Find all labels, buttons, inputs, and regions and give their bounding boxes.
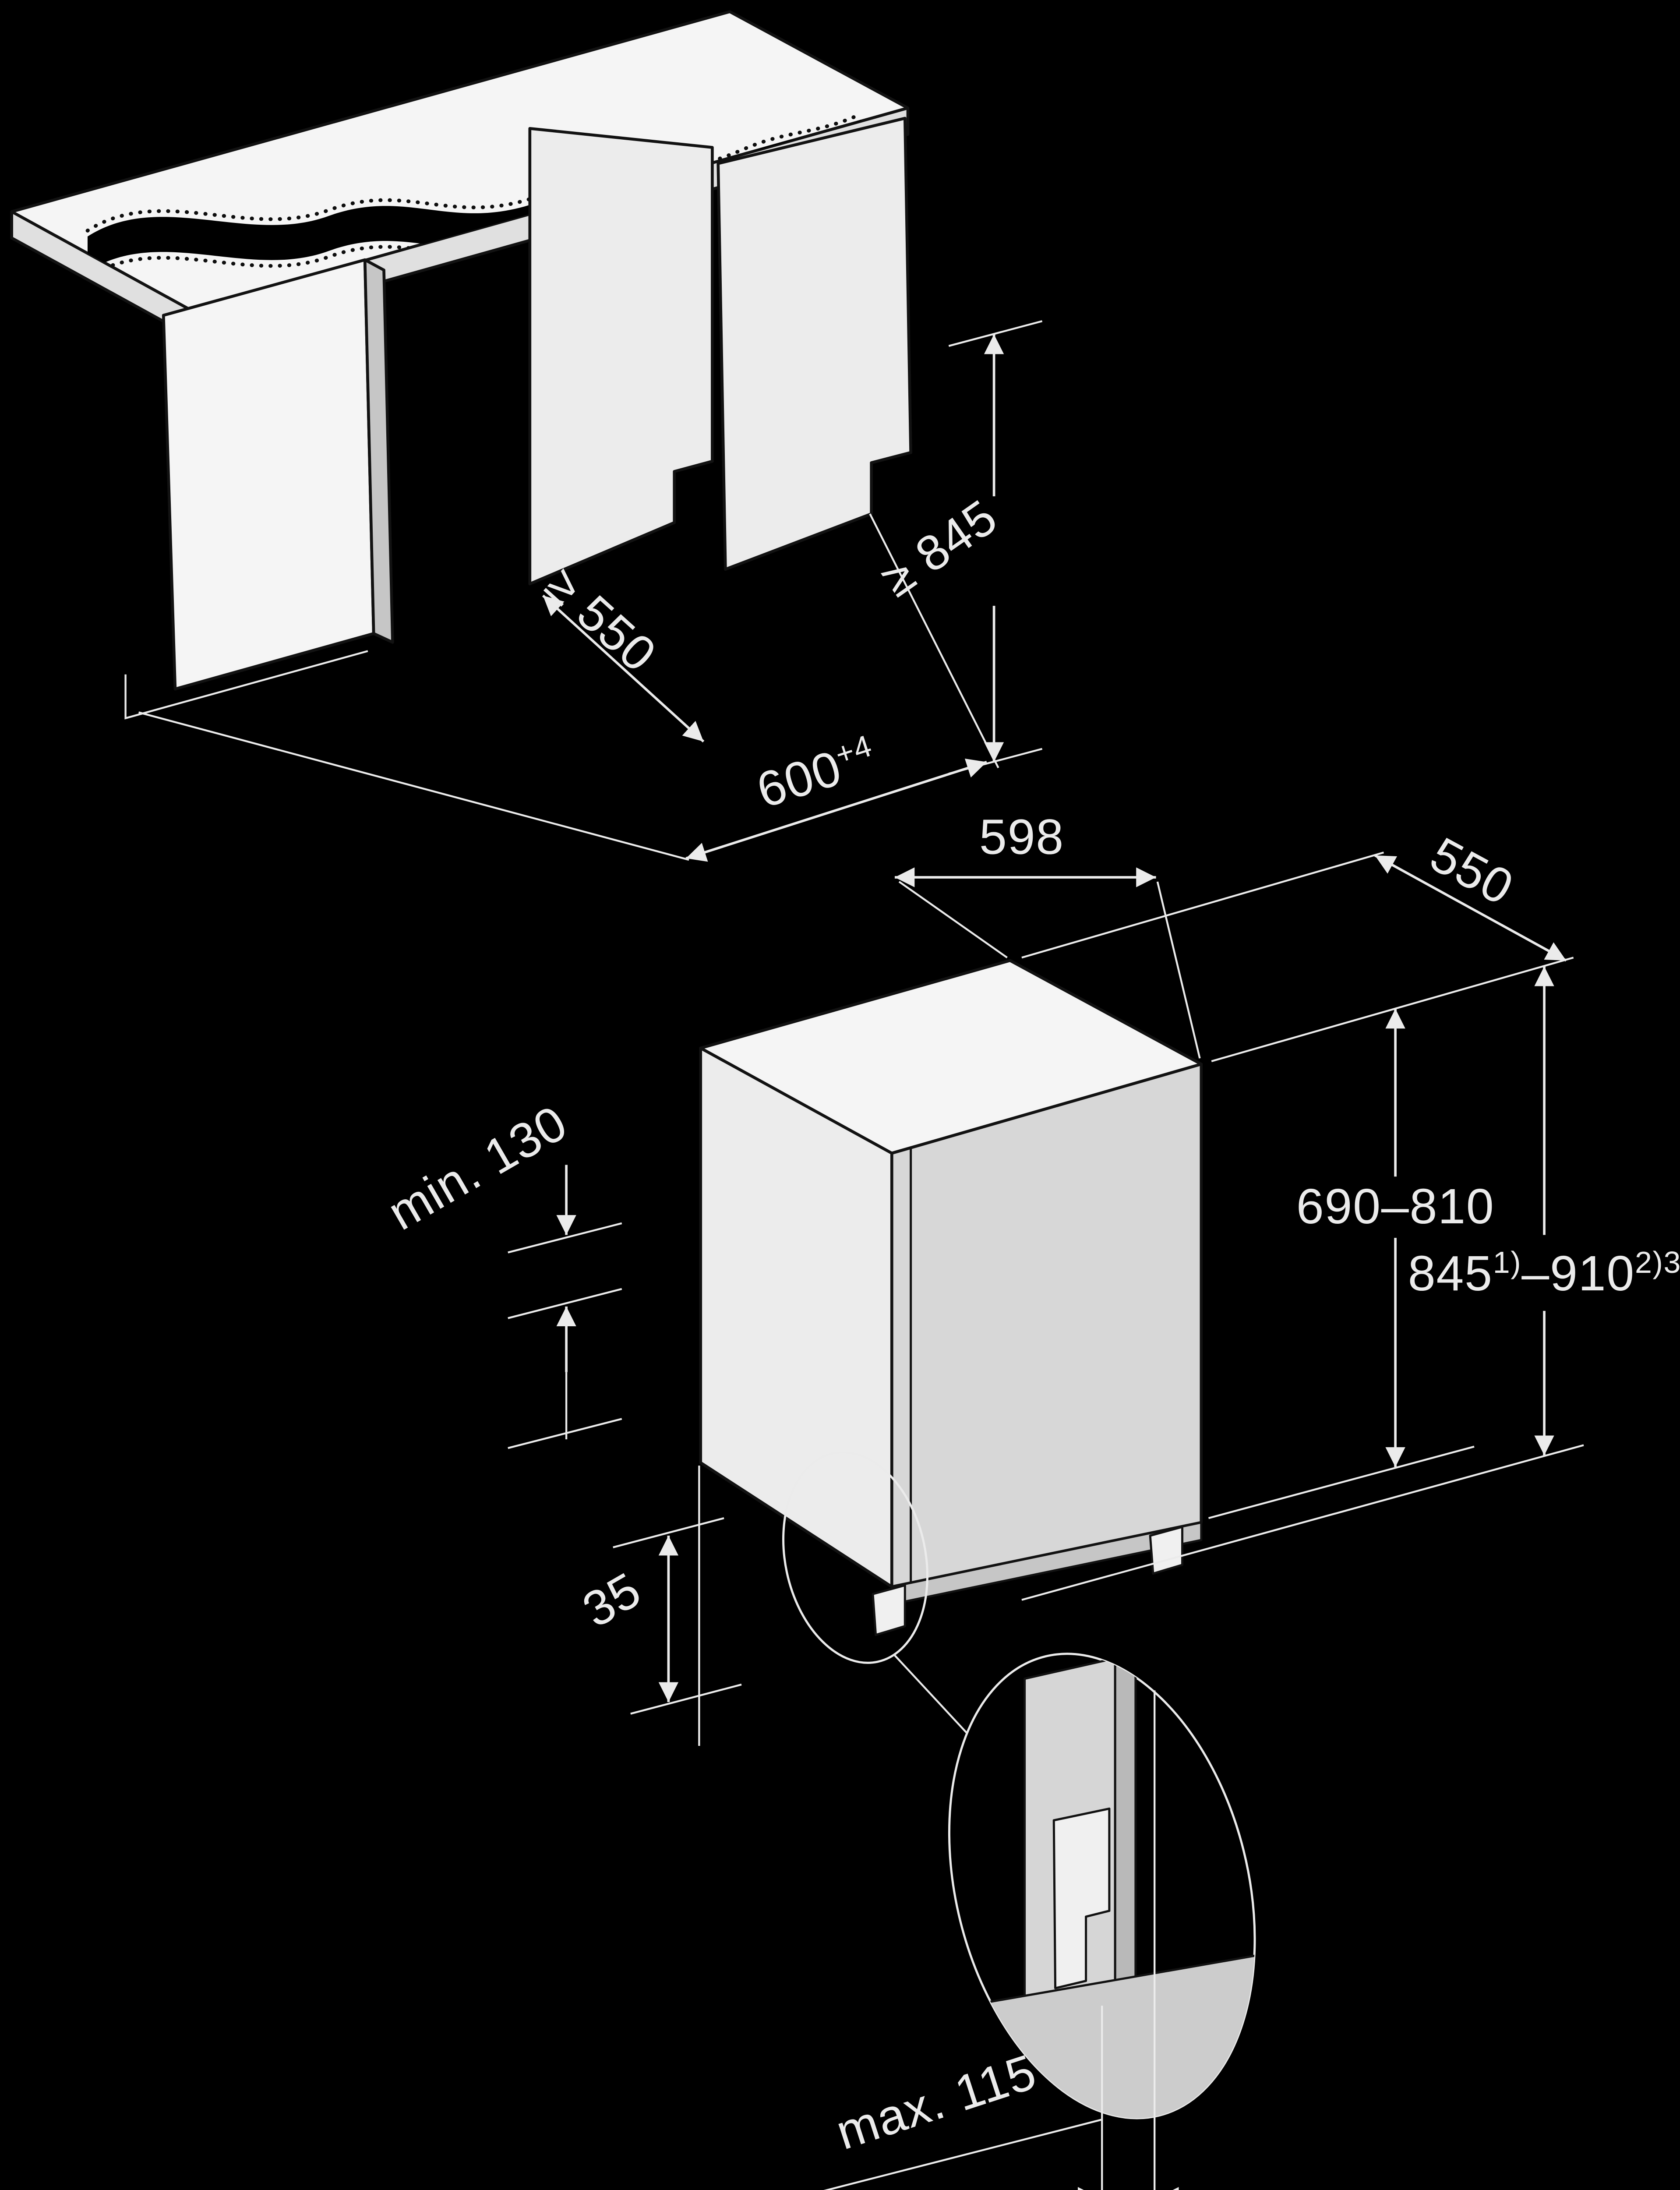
niche-diagram: ≥ 550 ≥ 845 600+4: [10, 10, 1043, 862]
dimension-line: [1374, 854, 1567, 962]
total-height-dimension: 8451)–9102)3): [1408, 966, 1680, 1455]
extension-line-right: [869, 513, 999, 769]
extension-line-left: [138, 711, 689, 861]
appliance-width-label: 598: [979, 809, 1064, 865]
extension-tick-top: [948, 320, 1043, 347]
niche-width-label: 600+4: [750, 728, 883, 819]
dimension-leader: [823, 2119, 1102, 2190]
foot-offset-dimension: 35: [573, 1466, 742, 1746]
appliance-diagram: 598 550 690–810 8451)–9102)3): [379, 809, 1680, 1759]
countertop-breakaway-band: [87, 120, 861, 272]
height-reference-lines: [1021, 1444, 1584, 1601]
appliance-door-face: [890, 1063, 1203, 1589]
total-height-label: 8451)–9102)3): [1408, 1245, 1680, 1301]
appliance-depth-label: 550: [1422, 827, 1523, 916]
extension-tick-upper: [613, 1517, 724, 1548]
right-cabinet-panel: [716, 117, 912, 571]
reference-line-floor: [1021, 1444, 1584, 1601]
plinth-clearance-dimension: min. 130: [379, 1095, 622, 1449]
niche-height-label: ≥ 845: [871, 489, 1007, 608]
extension-line-back: [1021, 851, 1384, 959]
extension-tick-bottom: [508, 1418, 622, 1449]
plinth-detail-diagram: max. 115: [823, 1653, 1286, 2190]
breakaway-dotted-line-upper: [85, 112, 863, 233]
niche-depth-label: ≥ 550: [535, 556, 667, 683]
extension-line-right: [1156, 881, 1201, 1059]
front-adjustable-foot: [872, 1584, 906, 1636]
left-cabinet-panel-edge: [363, 258, 394, 644]
plinth-clearance-label: min. 130: [379, 1095, 576, 1241]
front-height-dimension: 690–810: [1296, 1008, 1495, 1467]
reference-line-bottom-door: [1208, 1445, 1475, 1519]
rear-adjustable-foot: [1149, 1526, 1184, 1575]
extension-tick-lower: [630, 1683, 742, 1715]
dimension-line: [542, 594, 705, 743]
foot-callout-ellipse: [782, 1451, 928, 1664]
front-height-label: 690–810: [1296, 1179, 1495, 1234]
foot-offset-label: 35: [573, 1561, 650, 1638]
floor-line: [124, 650, 368, 720]
detail-adjustable-foot: [1052, 1807, 1111, 1989]
extension-tick-lower: [508, 1288, 622, 1319]
left-cabinet-panel-face: [162, 258, 375, 691]
left-cabinet-panel: [124, 258, 394, 720]
niche-depth-dimension: ≥ 550: [535, 556, 705, 743]
appliance-width-dimension: 598: [894, 809, 1201, 1059]
extension-tick-upper: [508, 1222, 622, 1254]
dimension-line: [685, 758, 987, 862]
plinth-panel-edge: [1114, 1657, 1137, 2031]
extension-line-left: [898, 881, 1008, 959]
middle-cabinet-panel: [528, 127, 714, 586]
extension-line-front: [1211, 957, 1574, 1062]
